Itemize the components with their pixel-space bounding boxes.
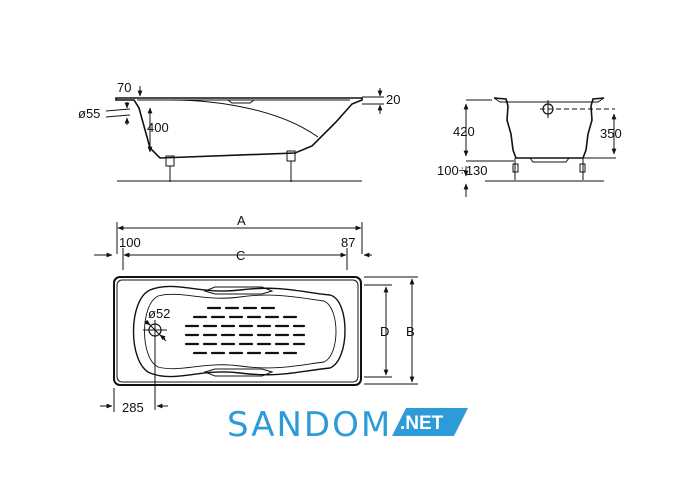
dim-total-height: 420 (453, 124, 475, 139)
sandom-logo: SANDOM .NET (227, 405, 468, 445)
tub-side-outline (115, 97, 363, 159)
handle-top (203, 286, 274, 295)
dim-rim-height: 20 (386, 92, 400, 107)
logo-net-badge (392, 408, 468, 436)
dim-length-c: C (236, 248, 245, 263)
tub-inner-basin (132, 285, 346, 378)
dim-length-a: A (237, 213, 246, 228)
dim-feet-height: 100÷130 (437, 163, 488, 178)
top-view (94, 222, 418, 412)
logo-tld: .NET (400, 413, 444, 434)
handle-bottom (203, 368, 274, 377)
dim-overflow-diameter: ø52 (148, 306, 170, 321)
end-view (463, 97, 617, 197)
dim-rim-width: 70 (117, 80, 131, 95)
dim-offset-left: 100 (119, 235, 141, 250)
dim-offset-right: 87 (341, 235, 355, 250)
handle-side (227, 99, 255, 104)
dim-drain-offset: 285 (122, 400, 144, 415)
dim-inner-height: 350 (600, 126, 622, 141)
logo-name: SANDOM (227, 405, 392, 445)
side-view (105, 86, 384, 182)
anti-slip-pattern (184, 306, 306, 355)
tub-top-outline (113, 276, 362, 386)
tub-end-outline (493, 97, 605, 159)
tub-inner-curve (169, 99, 319, 138)
dim-width-d: D (380, 324, 389, 339)
dim-drain-diameter: ø55 (78, 106, 100, 121)
dim-depth: 400 (147, 120, 169, 135)
dim-width-b: B (406, 324, 415, 339)
